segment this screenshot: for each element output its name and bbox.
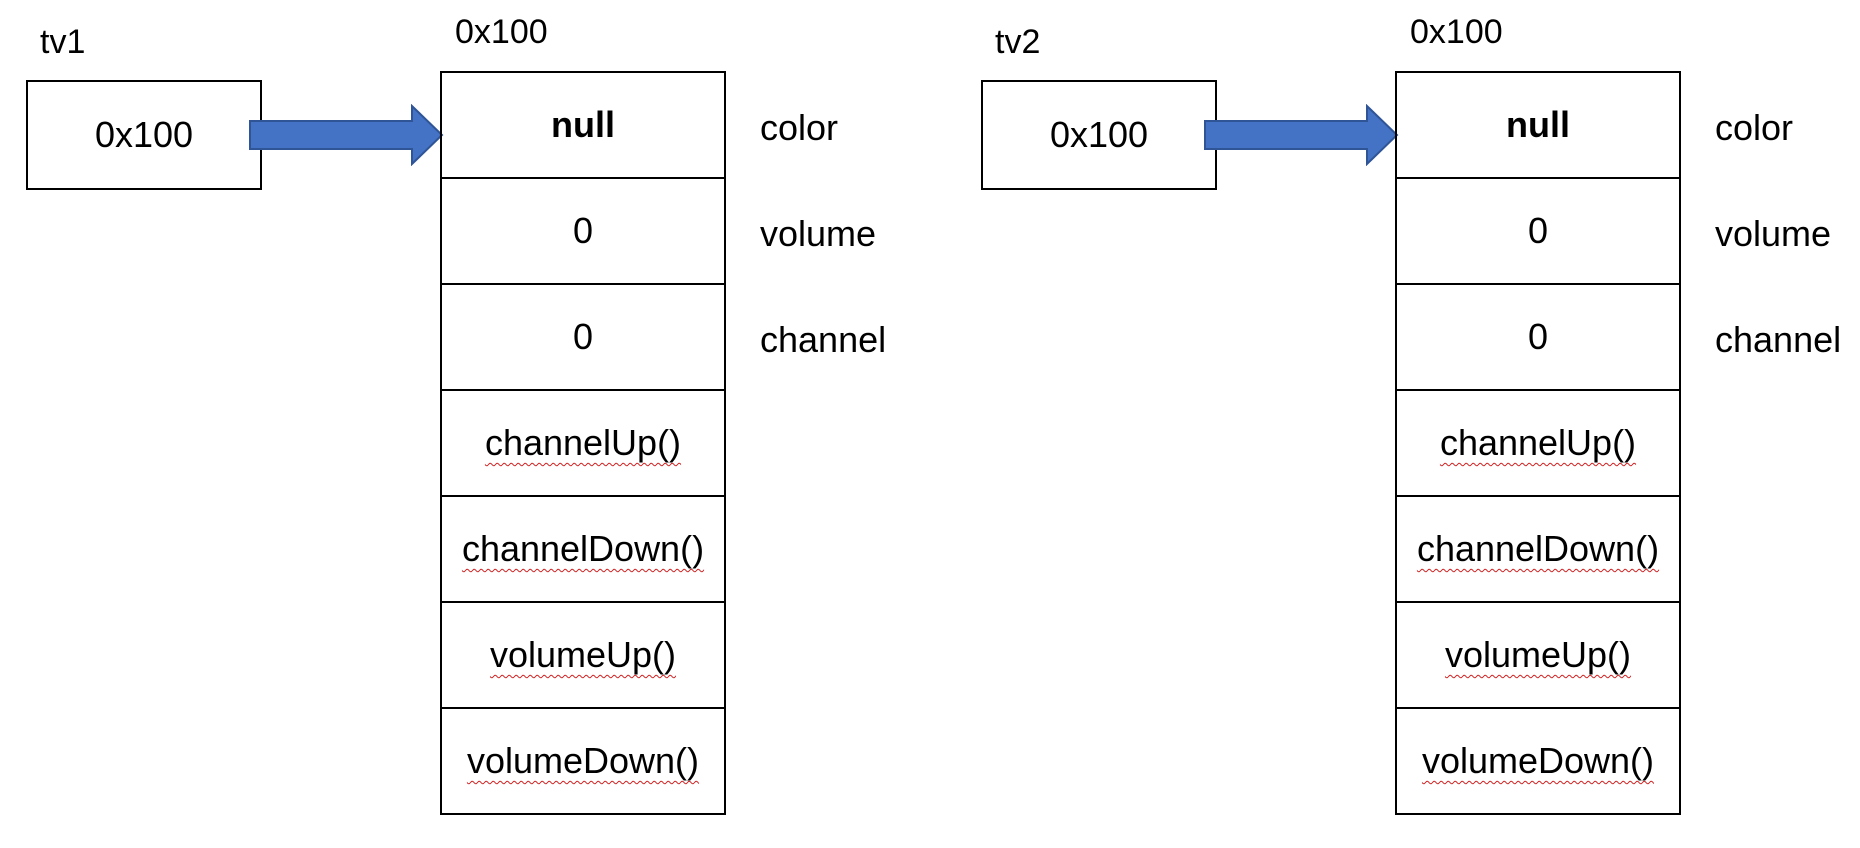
reference-variable-name: tv1 bbox=[40, 23, 86, 61]
field-label-channel: channel bbox=[760, 319, 887, 360]
object-cell-volume: 0 bbox=[442, 179, 724, 285]
object-cell-volume-up: volumeUp() bbox=[1397, 603, 1679, 709]
reference-value: 0x100 bbox=[94, 114, 194, 155]
object-cell-color: null bbox=[1397, 73, 1679, 179]
object-cell-volume-up: volumeUp() bbox=[442, 603, 724, 709]
reference-variable-box: 0x100 bbox=[26, 80, 262, 190]
object-cell-channel-up: channelUp() bbox=[442, 391, 724, 497]
heap-address-label: 0x100 bbox=[455, 13, 548, 51]
object-cell-channel-up: channelUp() bbox=[1397, 391, 1679, 497]
object-cell-color: null bbox=[442, 73, 724, 179]
reference-arrow-icon bbox=[1204, 104, 1399, 166]
field-label-color: color bbox=[1715, 107, 1794, 148]
reference-group-tv2: tv2 0x100 0x100 null 0 0 channelUp() cha… bbox=[955, 0, 1860, 848]
object-cell-channel-down: channelDown() bbox=[1397, 497, 1679, 603]
object-cell-volume-down: volumeDown() bbox=[1421, 740, 1655, 781]
reference-variable-name: tv2 bbox=[995, 23, 1041, 61]
field-label-volume: volume bbox=[1715, 213, 1832, 254]
object-cell-channel-down: channelDown() bbox=[442, 497, 724, 603]
object-cell-channel: 0 bbox=[442, 285, 724, 391]
heap-object: null 0 0 channelUp() channelDown() volum… bbox=[1395, 71, 1681, 815]
field-label-color: color bbox=[760, 107, 839, 148]
object-cell-channel: 0 bbox=[1397, 285, 1679, 391]
object-cell-volume-down: volumeDown() bbox=[466, 740, 700, 781]
reference-arrow-icon bbox=[249, 104, 444, 166]
heap-object: null 0 0 channelUp() channelDown() volum… bbox=[440, 71, 726, 815]
reference-group-tv1: tv1 0x100 0x100 null 0 0 channelUp() cha… bbox=[26, 13, 887, 815]
field-label-channel: channel bbox=[1715, 319, 1842, 360]
object-cell-volume: 0 bbox=[1397, 179, 1679, 285]
heap-address-label: 0x100 bbox=[1410, 13, 1503, 51]
reference-value: 0x100 bbox=[1049, 114, 1149, 155]
reference-variable-box: 0x100 bbox=[981, 80, 1217, 190]
field-label-volume: volume bbox=[760, 213, 877, 254]
